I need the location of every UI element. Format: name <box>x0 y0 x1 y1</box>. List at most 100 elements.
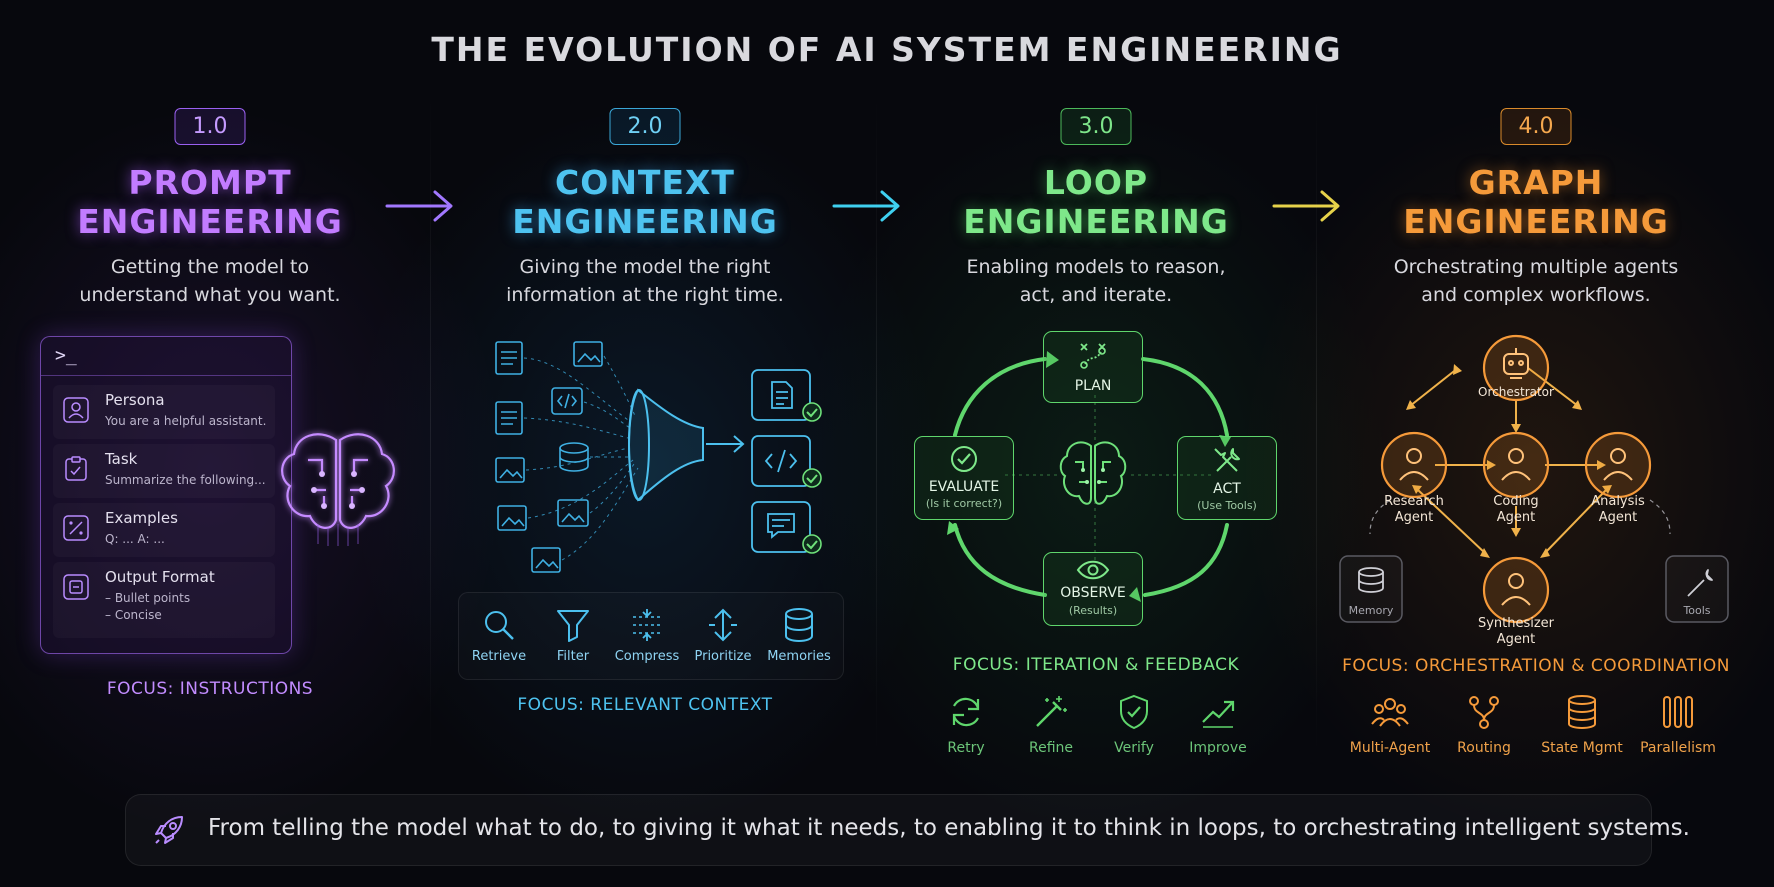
version-badge: 1.0 <box>174 108 246 145</box>
panel-title: PROMPT ENGINEERING <box>0 163 425 241</box>
node-label-line: Agent <box>1598 510 1638 525</box>
tool-label: Refine <box>1028 740 1074 756</box>
search-icon <box>485 611 514 640</box>
filter-icon <box>557 610 589 642</box>
tool-label: Prioritize <box>694 649 752 664</box>
magic-wand-icon <box>1036 696 1067 727</box>
loop-node-evaluate: EVALUATE (Is it correct?) <box>914 436 1014 520</box>
node-label-orchestrator: Orchestrator <box>1478 385 1554 399</box>
trend-up-icon <box>1202 700 1235 728</box>
node-label-tools: Tools <box>1683 604 1711 617</box>
context-funnel-diagram <box>495 341 822 573</box>
brain-icon <box>281 433 395 546</box>
loop-node-act: ACT (Use Tools) <box>1177 436 1277 520</box>
tool-label: Improve <box>1189 740 1247 756</box>
panel-divider <box>430 95 431 755</box>
loop-cycle-arrows <box>947 351 1231 602</box>
focus-label: FOCUS: ITERATION & FEEDBACK <box>952 655 1240 675</box>
context-tools-bar: Retrieve Filter Compress Prioritize Memo… <box>458 592 844 680</box>
prompt-row-subtitle: Q: ... A: ... <box>105 532 165 546</box>
panel-title-line2: ENGINEERING <box>1403 202 1669 241</box>
tool-label: Retrieve <box>471 649 527 664</box>
panel-description-line1: Enabling models to reason, <box>966 256 1226 278</box>
tool-label: Parallelism <box>1640 740 1716 756</box>
database-icon <box>1568 695 1596 729</box>
database-icon <box>785 608 813 642</box>
rocket-icon <box>155 816 183 844</box>
panel-graph-engineering: 4.0 GRAPH ENGINEERING Orchestrating mult… <box>1316 105 1756 725</box>
arrow-right-icon <box>832 190 900 222</box>
prompt-row-subtitle-line: – Concise <box>105 608 162 622</box>
retry-icon <box>952 697 980 727</box>
panel-divider <box>876 95 877 755</box>
panel-description-line2: and complex workflows. <box>1421 284 1651 306</box>
panel-description-line2: act, and iterate. <box>1019 284 1173 306</box>
multi-agent-icon <box>1371 698 1409 727</box>
tool-label: State Mgmt <box>1541 740 1623 756</box>
loop-node-observe: OBSERVE (Results) <box>1043 552 1143 626</box>
strategy-icon <box>1080 343 1106 369</box>
version-badge: 2.0 <box>609 108 681 145</box>
panel-description-line2: information at the right time. <box>506 284 784 306</box>
panel-title-line1: LOOP <box>1043 163 1149 202</box>
clipboard-icon <box>65 456 87 481</box>
tool-label: Memories <box>767 649 831 664</box>
panel-description-line1: Getting the model to <box>110 256 310 278</box>
loop-node-label: EVALUATE <box>928 479 1000 495</box>
loop-node-plan: PLAN <box>1043 331 1143 403</box>
panel-title-line1: CONTEXT <box>555 163 735 202</box>
panel-loop-engineering: 3.0 LOOP ENGINEERING Enabling models to … <box>876 105 1316 725</box>
node-label-line: Research <box>1384 494 1444 509</box>
arrow-right-icon <box>385 190 453 222</box>
panel-description: Enabling models to reason, act, and iter… <box>876 253 1316 309</box>
panel-title: GRAPH ENGINEERING <box>1316 163 1756 241</box>
arrow-right-icon <box>1272 190 1340 222</box>
focus-label: FOCUS: ORCHESTRATION & COORDINATION <box>1342 656 1730 676</box>
prompt-row-title: Task <box>105 450 138 468</box>
node-label-line: Agent <box>1496 632 1536 647</box>
tool-label: Multi-Agent <box>1349 740 1431 756</box>
focus-label: FOCUS: INSTRUCTIONS <box>106 679 314 699</box>
loop-node-label: ACT <box>1213 481 1241 497</box>
terminal-prompt-icon: >_ <box>55 345 77 366</box>
version-badge: 4.0 <box>1500 108 1572 145</box>
prompt-row-task: Task Summarize the following... <box>53 444 275 498</box>
node-label-memory: Memory <box>1348 604 1394 617</box>
tool-label: Filter <box>556 649 590 664</box>
loop-node-sublabel: (Use Tools) <box>1197 499 1257 512</box>
loop-node-sublabel: (Is it correct?) <box>925 497 1003 510</box>
prompt-row-subtitle: – Bullet points– Concise <box>105 590 190 624</box>
brain-icon <box>1059 441 1127 505</box>
panel-title: CONTEXT ENGINEERING <box>430 163 860 241</box>
tool-label: Routing <box>1457 740 1511 756</box>
panel-description: Getting the model to understand what you… <box>0 253 425 309</box>
eye-icon <box>1076 560 1110 580</box>
prompt-row-title: Examples <box>105 509 178 527</box>
panel-description-line1: Giving the model the right <box>519 256 771 278</box>
prompt-row-title: Output Format <box>105 568 215 586</box>
examples-icon <box>63 515 89 541</box>
summary-text: From telling the model what to do, to gi… <box>208 815 1690 841</box>
prompt-row-subtitle: Summarize the following... <box>105 473 266 487</box>
format-icon <box>63 574 89 600</box>
prompt-row-subtitle: You are a helpful assistant. <box>105 414 267 428</box>
node-label-line: Coding <box>1493 494 1539 509</box>
panel-description: Giving the model the right information a… <box>430 253 860 309</box>
node-label-line: Agent <box>1496 510 1536 525</box>
panel-context-engineering: 2.0 CONTEXT ENGINEERING Giving the model… <box>430 105 860 725</box>
panel-title-line2: ENGINEERING <box>512 202 778 241</box>
check-circle-icon <box>951 446 977 472</box>
panel-title-line1: PROMPT <box>128 163 292 202</box>
prompt-row-output-format: Output Format – Bullet points– Concise <box>53 562 275 638</box>
node-label-line: Synthesizer <box>1477 616 1555 631</box>
panel-description-line1: Orchestrating multiple agents <box>1393 256 1679 278</box>
prompt-row-title: Persona <box>105 391 165 409</box>
parallel-icon <box>1663 696 1693 728</box>
tool-label: Retry <box>947 740 985 756</box>
panel-title-line2: ENGINEERING <box>963 202 1229 241</box>
loop-node-label: PLAN <box>1074 378 1112 394</box>
panel-description-line2: understand what you want. <box>79 284 341 306</box>
shield-check-icon <box>1120 694 1148 730</box>
